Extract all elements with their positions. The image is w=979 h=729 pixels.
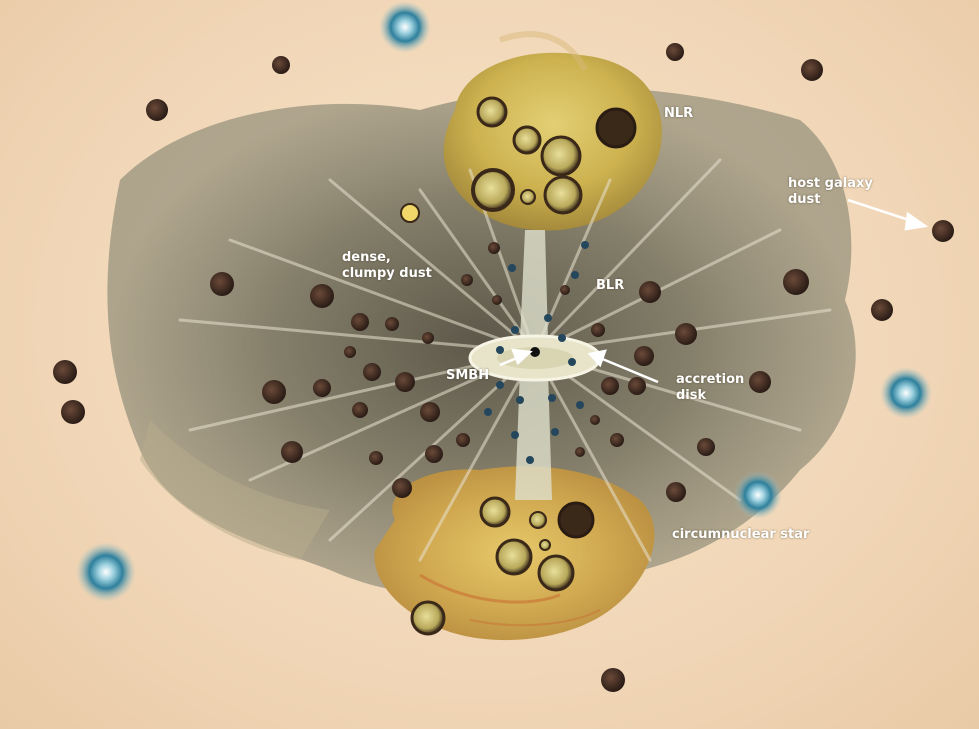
host-dust-arrowhead: [906, 214, 925, 229]
label-host-galaxy-dust: host galaxy dust: [788, 176, 873, 208]
label-accretion-disk: accretion disk: [676, 372, 744, 404]
accretion-disk-shape: [470, 336, 600, 380]
label-blr: BLR: [596, 278, 624, 294]
label-circumnuclear-star: circumnuclear star: [672, 527, 809, 543]
label-dense-clumpy-dust: dense, clumpy dust: [342, 250, 432, 282]
label-smbh: SMBH: [446, 368, 489, 384]
label-nlr: NLR: [664, 106, 693, 122]
